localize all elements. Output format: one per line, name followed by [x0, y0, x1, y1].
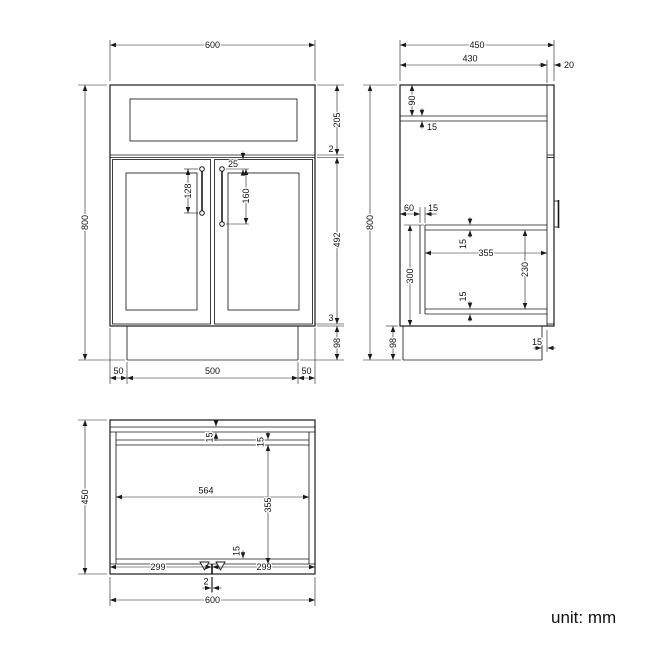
side-view-outline — [399, 84, 560, 361]
dim-front-plinth-inset-left: 50 — [113, 366, 123, 376]
dim-top-right-door-width: 299 — [256, 562, 271, 572]
front-view-extension-lines — [78, 40, 344, 384]
dim-top-inner-width: 564 — [198, 486, 213, 496]
left-door-handle — [199, 166, 205, 216]
front-view-dimensions: 600 800 205 2 492 3 98 25 128 160 50 500… — [79, 39, 343, 381]
top-view: 450 600 299 299 2 564 355 15 15 15 — [78, 419, 316, 606]
side-view: 450 430 20 800 90 15 60 15 15 355 230 — [363, 39, 575, 361]
right-handle-marker — [215, 561, 226, 571]
dim-top-overall-depth: 450 — [80, 489, 90, 504]
side-view-dimensions: 450 430 20 800 90 15 60 15 15 355 230 — [364, 39, 575, 360]
unit-label: unit: mm — [551, 608, 616, 627]
dim-side-shelf-depth: 355 — [478, 248, 493, 258]
dim-side-overall-height: 800 — [365, 215, 375, 230]
dim-side-rail-height: 90 — [407, 95, 417, 105]
top-view-extension-lines — [78, 419, 316, 606]
right-door — [214, 159, 313, 325]
dim-side-compartment-height: 230 — [520, 262, 530, 277]
side-door-handle — [554, 200, 560, 228]
dim-front-drawer-height: 205 — [332, 112, 342, 127]
dim-front-top-gap: 2 — [328, 144, 333, 154]
front-view: 600 800 205 2 492 3 98 25 128 160 50 500… — [78, 39, 344, 384]
left-door — [112, 159, 211, 325]
dim-top-left-door-width: 299 — [150, 562, 165, 572]
dim-side-lower-height: 300 — [405, 268, 415, 283]
dim-front-left-handle: 128 — [183, 183, 193, 198]
left-handle-marker — [199, 561, 210, 571]
right-door-handle — [219, 166, 225, 227]
side-view-extension-lines — [363, 40, 555, 361]
dim-side-bottom-thickness: 15 — [458, 291, 468, 301]
dim-top-back-thickness: 15 — [205, 432, 215, 442]
drawer-front-panel — [129, 98, 298, 142]
dim-side-plinth-recess: 15 — [532, 337, 542, 347]
dim-front-right-handle: 160 — [241, 188, 251, 203]
front-view-outline — [109, 84, 316, 361]
dim-side-rail-thickness: 15 — [427, 122, 437, 132]
dim-top-front-thickness: 15 — [232, 546, 242, 556]
left-door-panel — [125, 172, 198, 311]
top-view-outline — [109, 419, 316, 575]
dim-front-plinth-inset-right: 50 — [301, 366, 311, 376]
dim-top-door-gap: 2 — [203, 577, 208, 587]
dim-front-bottom-gap: 3 — [328, 313, 333, 323]
dim-side-overall-depth: 450 — [469, 40, 484, 50]
dim-front-handle-offset: 25 — [228, 159, 238, 169]
dim-side-back-gap: 60 — [404, 203, 414, 213]
dim-side-door-thickness: 20 — [564, 60, 574, 70]
dim-side-back-thickness: 15 — [428, 203, 438, 213]
dim-front-plinth-height: 98 — [332, 338, 342, 348]
dim-front-plinth-width: 500 — [205, 366, 220, 376]
dim-top-overall-width: 600 — [205, 595, 220, 605]
dim-top-rail-thickness: 15 — [256, 437, 266, 447]
dim-side-carcass-depth: 430 — [462, 54, 477, 64]
right-door-panel — [227, 172, 300, 311]
dim-front-overall-height: 800 — [80, 215, 90, 230]
dim-side-shelf-thickness: 15 — [458, 239, 468, 249]
dim-front-overall-width: 600 — [205, 40, 220, 50]
top-view-dimensions: 450 600 299 299 2 564 355 15 15 15 — [79, 420, 315, 606]
dim-side-plinth-height: 98 — [388, 338, 398, 348]
dim-front-door-height: 492 — [332, 232, 342, 247]
dim-top-inner-depth: 355 — [263, 497, 273, 512]
